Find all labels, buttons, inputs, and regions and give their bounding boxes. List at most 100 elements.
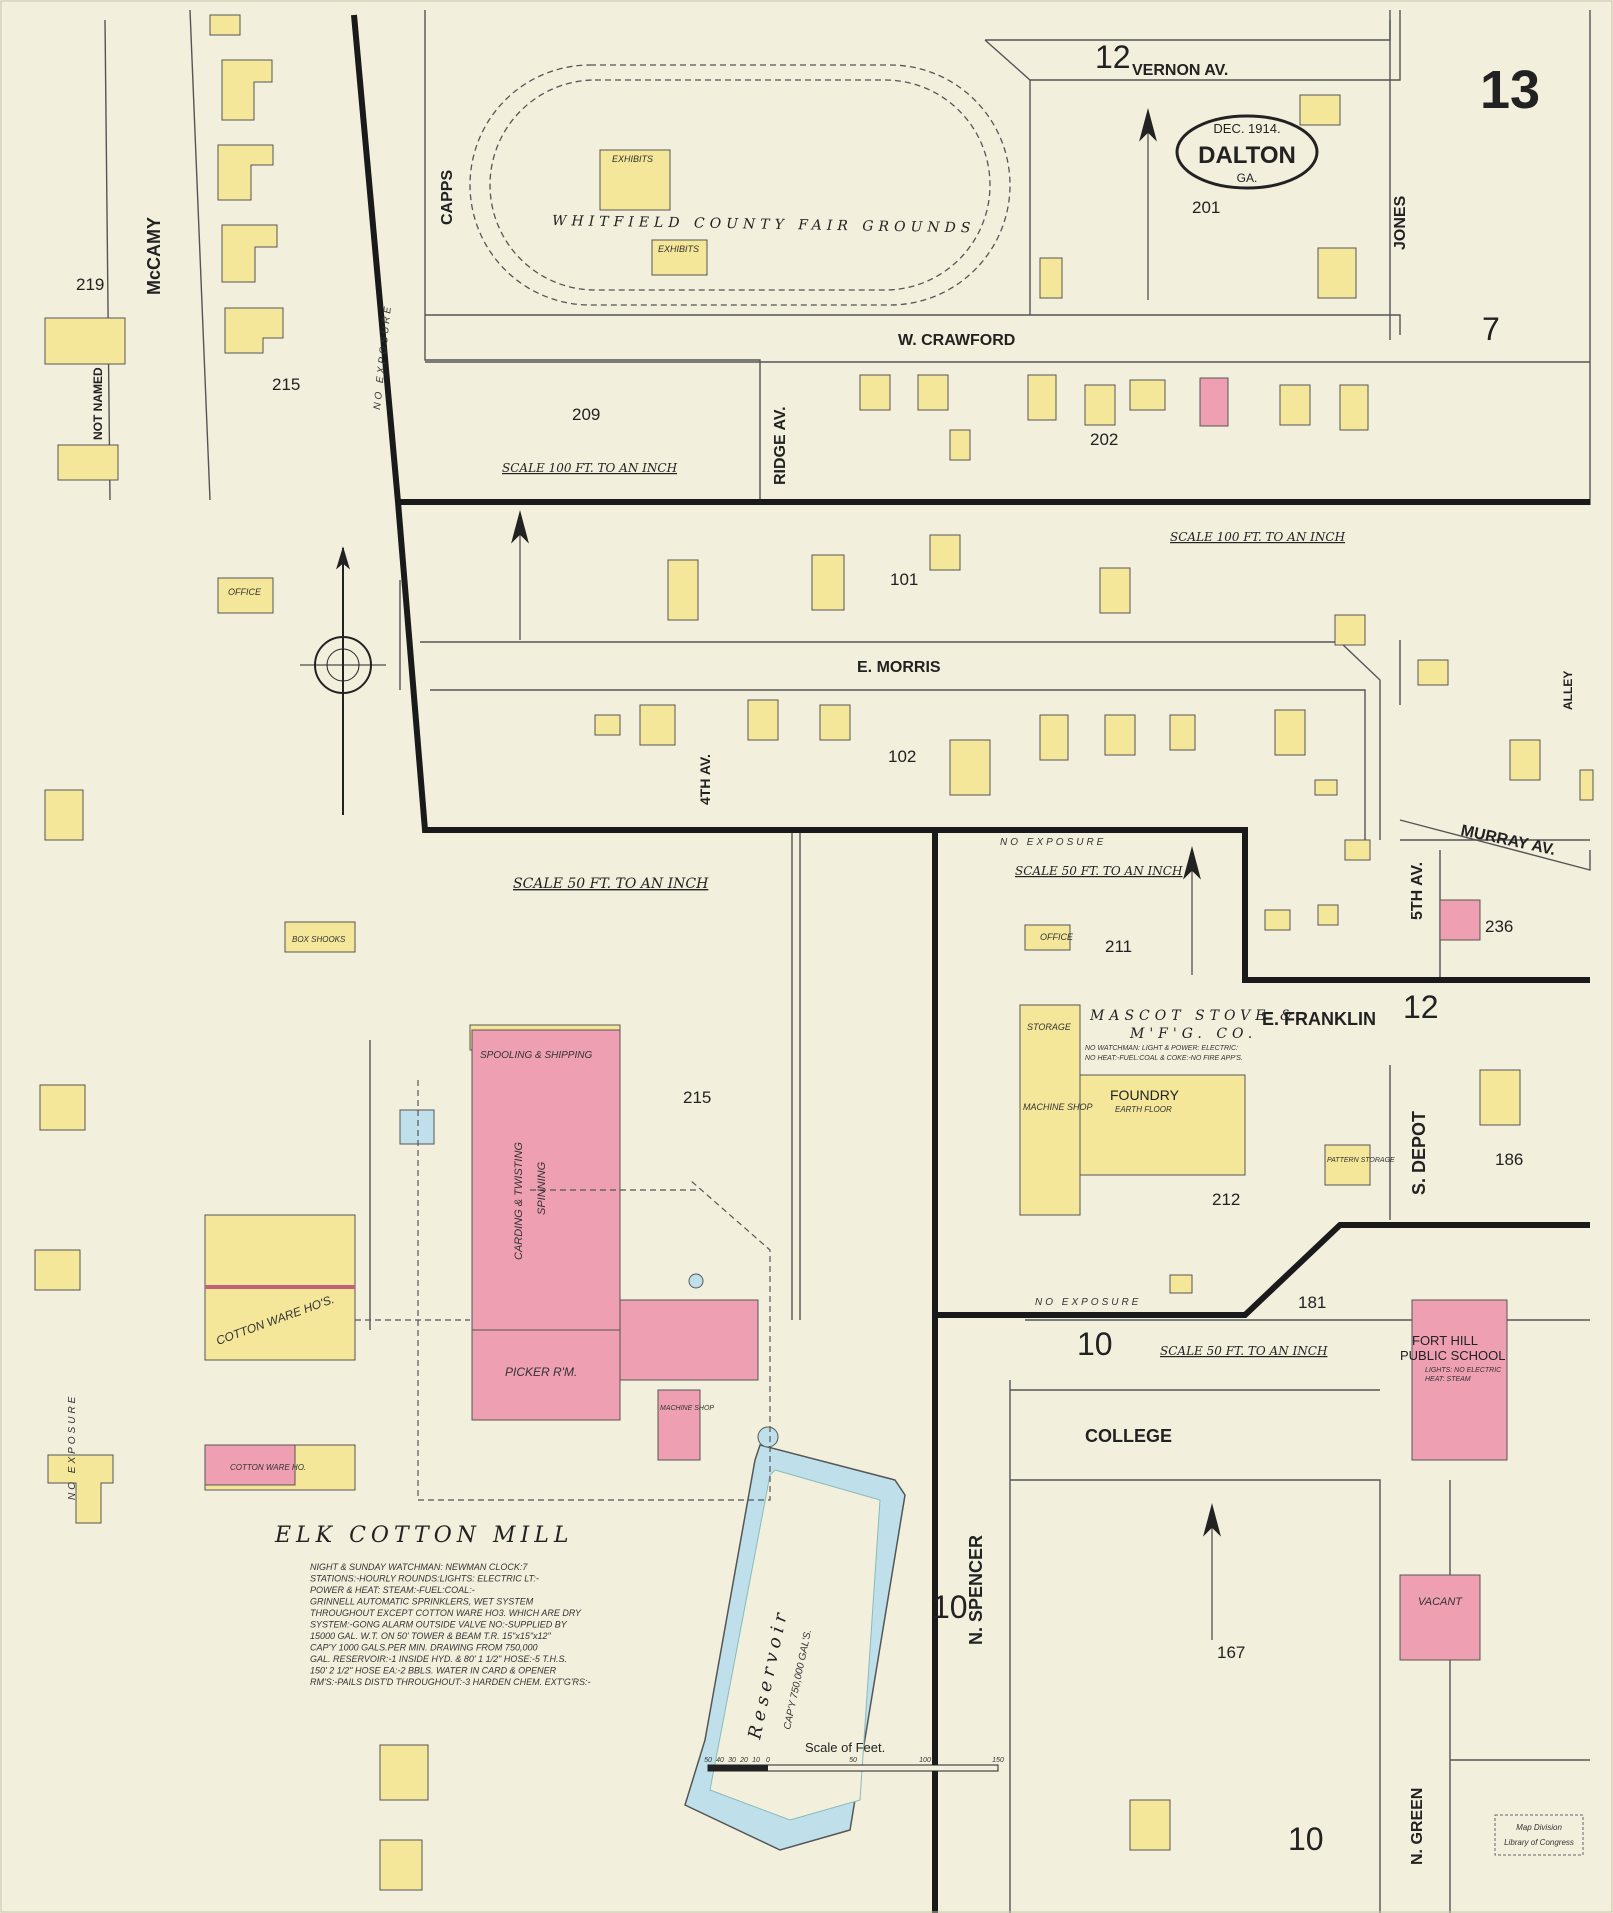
street-morris: E. MORRIS [857, 659, 941, 676]
dwelling [1104, 714, 1136, 756]
scale-tick-label: 150 [992, 1757, 1004, 1764]
block-219: 219 [76, 275, 104, 294]
street-jones: JONES [1392, 195, 1409, 250]
date-label: DEC. 1914. [1213, 121, 1280, 136]
block-212: 212 [1212, 1190, 1240, 1209]
storage-label: STORAGE [1027, 1022, 1072, 1032]
scale-tick-label: 0 [766, 1757, 770, 1764]
mill-wing [619, 1299, 759, 1381]
block-181: 181 [1298, 1293, 1326, 1312]
dwelling [1274, 709, 1306, 756]
exhibit-label: EXHIBITS [658, 244, 699, 254]
block-211: 211 [1105, 937, 1132, 956]
no-exposure-label: NO EXPOSURE [1000, 837, 1106, 848]
water-pipes [355, 1080, 771, 1501]
dwelling [34, 1249, 81, 1291]
adjoining-sheet-12-top: 12 [1095, 39, 1131, 75]
fort-hill-school [1411, 1299, 1508, 1461]
outbuilding [1317, 904, 1339, 926]
school-label-2: PUBLIC SCHOOL [1400, 1348, 1505, 1363]
dwelling [1039, 714, 1069, 761]
title-cartouche: DEC. 1914. DALTON GA. [1175, 114, 1319, 190]
adjoining-sheet-10-spencer: 10 [932, 1589, 968, 1625]
water-tank [399, 1109, 435, 1145]
dwelling [811, 554, 845, 611]
pattern-storage-label: PATTERN STORAGE [1327, 1157, 1395, 1164]
street-franklin: E. FRANKLIN [1262, 1009, 1376, 1029]
block-102: 102 [888, 747, 916, 766]
adjoining-sheet-10-mid: 10 [1077, 1326, 1113, 1362]
hydrant-circle [757, 1426, 779, 1448]
street-labels: VERNON AV. W. CRAWFORD E. MORRIS MURRAY … [91, 62, 1575, 1865]
street-s-depot: S. DEPOT [1409, 1111, 1429, 1195]
picker-room [471, 1329, 621, 1421]
block-215b: 215 [683, 1088, 711, 1107]
dwelling [639, 704, 676, 746]
dwelling [47, 1454, 114, 1524]
note-line: 150' 2 1/2" HOSE EA:-2 BBLS. WATER IN CA… [310, 1666, 557, 1676]
scale-tick-label: 10 [752, 1757, 760, 1764]
dwelling [1317, 247, 1357, 299]
note-line: LIGHTS: NO ELECTRIC [1425, 1367, 1502, 1374]
dwelling [1509, 739, 1541, 781]
scale-of-feet-label: Scale of Feet. [805, 1740, 885, 1755]
scale-tick-label: 50 [849, 1757, 857, 1764]
dwelling [1129, 379, 1166, 411]
dwelling [224, 307, 284, 354]
dwelling [379, 1839, 423, 1891]
brick-dwelling-236 [1439, 899, 1481, 941]
vacant-brick [1399, 1574, 1481, 1661]
dwelling [1279, 384, 1311, 426]
dwelling [221, 224, 278, 283]
note-line: 15000 GAL. W.T. ON 50' TOWER & BEAM T.R.… [310, 1631, 552, 1641]
scale-tick-label: 20 [739, 1757, 748, 1764]
mill-machine-shop-label: MACHINE SHOP [660, 1405, 714, 1412]
dwelling [379, 1744, 429, 1801]
scale-label: SCALE 50 FT. TO AN INCH [1160, 1344, 1328, 1358]
note-line: STATIONS:-HOURLY ROUNDS:LIGHTS: ELECTRIC… [310, 1574, 539, 1584]
mascot-label-1: MASCOT STOVE & [1089, 1008, 1297, 1024]
exhibit-building [599, 149, 671, 211]
race-track [469, 64, 1011, 306]
dwelling [1579, 769, 1594, 801]
stamp-line-1: Map Division [1516, 1823, 1562, 1832]
street-alley: ALLEY [1561, 671, 1575, 710]
dwelling [819, 704, 851, 741]
office-building [217, 577, 274, 614]
block-209: 209 [572, 405, 600, 424]
machine-shop-label: MACHINE SHOP [1023, 1102, 1093, 1112]
note-line: RM'S:-PAILS DIST'D THROUGHOUT:-3 HARDEN … [310, 1677, 591, 1687]
no-exposure-label: NO EXPOSURE [67, 1394, 78, 1500]
dwelling [1039, 257, 1063, 299]
exhibit-building [651, 239, 708, 276]
note-line: THROUGHOUT EXCEPT COTTON WARE HO3. WHICH… [310, 1608, 582, 1618]
block-236: 236 [1485, 917, 1513, 936]
scale-labels: SCALE 100 FT. TO AN INCH SCALE 100 FT. T… [502, 461, 1346, 1358]
foundry [1079, 1074, 1246, 1176]
dwelling [949, 739, 991, 796]
dwelling [747, 699, 779, 741]
dwelling [1334, 614, 1366, 646]
brick-dwelling [1199, 377, 1229, 427]
pattern-storage [1324, 1144, 1371, 1186]
dwelling [1417, 659, 1449, 686]
carding-label: CARDING & TWISTING [513, 1142, 525, 1260]
dwelling [1299, 94, 1341, 126]
block-215a: 215 [272, 375, 300, 394]
scale-label: SCALE 100 FT. TO AN INCH [1170, 530, 1346, 544]
outbuilding [1169, 1274, 1193, 1294]
frame-buildings [34, 14, 1594, 1891]
street-vernon: VERNON AV. [1132, 62, 1228, 79]
block-167: 167 [1217, 1643, 1245, 1662]
note-line: HEAT: STEAM [1425, 1376, 1471, 1383]
note-line: CAP'Y 1000 GALS.PER MIN. DRAWING FROM 75… [310, 1643, 537, 1653]
block-numbers: 201 202 209 219 215 101 102 211 236 215 … [76, 39, 1523, 1857]
block-186: 186 [1495, 1150, 1523, 1169]
vacant-label: VACANT [1418, 1596, 1463, 1608]
block-201: 201 [1192, 198, 1220, 217]
north-arrows [511, 108, 1221, 1640]
